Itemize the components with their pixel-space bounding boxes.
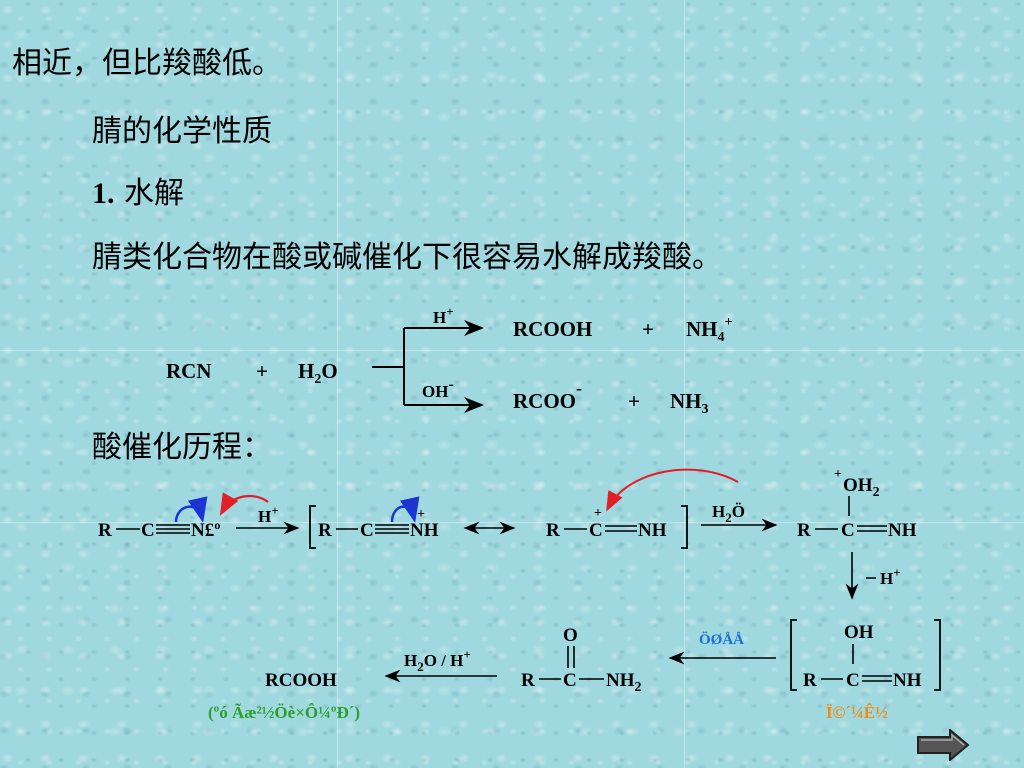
rearrange-label: ÖØÅÅ: [699, 631, 744, 648]
svg-text:OH2: OH2: [843, 475, 880, 500]
next-button[interactable]: [916, 727, 970, 763]
section-number: 1.: [92, 177, 115, 210]
svg-text:R: R: [546, 520, 560, 541]
reactant-rcn: RCN: [166, 359, 212, 383]
section-title-text: 水解: [124, 176, 185, 211]
svg-text:C: C: [141, 520, 155, 541]
svg-text:H2Ö: H2Ö: [712, 502, 745, 525]
svg-text:NH: NH: [888, 520, 917, 541]
acid-condition: H+: [433, 304, 454, 327]
acid-product-nh4: NH4+: [686, 315, 733, 345]
caption-right: Ï©´¼Ê½: [826, 703, 888, 722]
blue-electron-arrow: [174, 496, 208, 523]
water: H2O: [298, 359, 338, 387]
mechanism-step1: R C N£º H+ R C NH + R C + NH: [98, 467, 917, 549]
svg-text:+: +: [594, 506, 602, 521]
svg-text:C: C: [589, 520, 603, 541]
base-product-rcoo: RCOO-: [513, 378, 582, 413]
svg-text:C: C: [360, 520, 374, 541]
red-electron-arrow: [606, 468, 739, 512]
plus-sign: +: [256, 359, 268, 383]
grid-line: [337, 0, 338, 768]
deprotonation-step: H+: [845, 552, 901, 600]
svg-text:R: R: [797, 520, 811, 541]
svg-text:NH: NH: [410, 520, 439, 541]
svg-text:NH: NH: [638, 520, 667, 541]
caption-left: (ºó Ãæ²½Öè×Ô¼ºÐ´): [208, 703, 360, 722]
plus-sign: +: [628, 389, 640, 413]
mechanism-title: 酸催化历程：: [92, 430, 272, 465]
grid-line: [0, 350, 1024, 351]
svg-text:+: +: [834, 467, 842, 482]
base-product-nh3: NH3: [670, 389, 709, 417]
svg-text:NH: NH: [893, 670, 922, 691]
svg-text:NH2: NH2: [606, 670, 642, 695]
description: 腈类化合物在酸或碱催化下很容易水解成羧酸。: [92, 240, 722, 275]
svg-text:R: R: [318, 520, 332, 541]
mechanism-step2: OH R C NH ÖØÅÅ O R C NH2 H2O / H+ RCOOH …: [208, 619, 941, 722]
section-title: 1. 水解: [92, 168, 184, 212]
svg-text:O: O: [563, 625, 578, 646]
next-arrow-icon: [917, 727, 970, 763]
text-line1: 相近，但比羧酸低。: [12, 46, 282, 81]
svg-text:H+: H+: [880, 565, 901, 588]
grid-line: [684, 0, 685, 768]
acid-product-rcooh: RCOOH: [513, 317, 592, 341]
svg-text:R: R: [98, 520, 112, 541]
svg-text:R: R: [803, 670, 817, 691]
garbled-n: N£º: [191, 520, 221, 541]
heading: 腈的化学性质: [92, 114, 272, 149]
svg-text:H2O / H+: H2O / H+: [404, 647, 471, 674]
svg-text:R: R: [521, 670, 535, 691]
red-electron-arrow: [219, 492, 269, 516]
final-product: RCOOH: [265, 670, 337, 691]
svg-text:OH: OH: [844, 622, 874, 643]
hydrolysis-equation: RCN + H2O H+ OH- RCOOH + NH4+ RCOO- + NH…: [166, 304, 733, 417]
blue-electron-arrow: [390, 496, 420, 523]
svg-text:C: C: [563, 670, 577, 691]
svg-text:H+: H+: [258, 503, 279, 526]
base-condition: OH-: [422, 376, 454, 401]
svg-text:+: +: [417, 507, 425, 522]
plus-sign: +: [642, 317, 654, 341]
svg-text:C: C: [841, 520, 855, 541]
svg-text:C: C: [846, 670, 860, 691]
